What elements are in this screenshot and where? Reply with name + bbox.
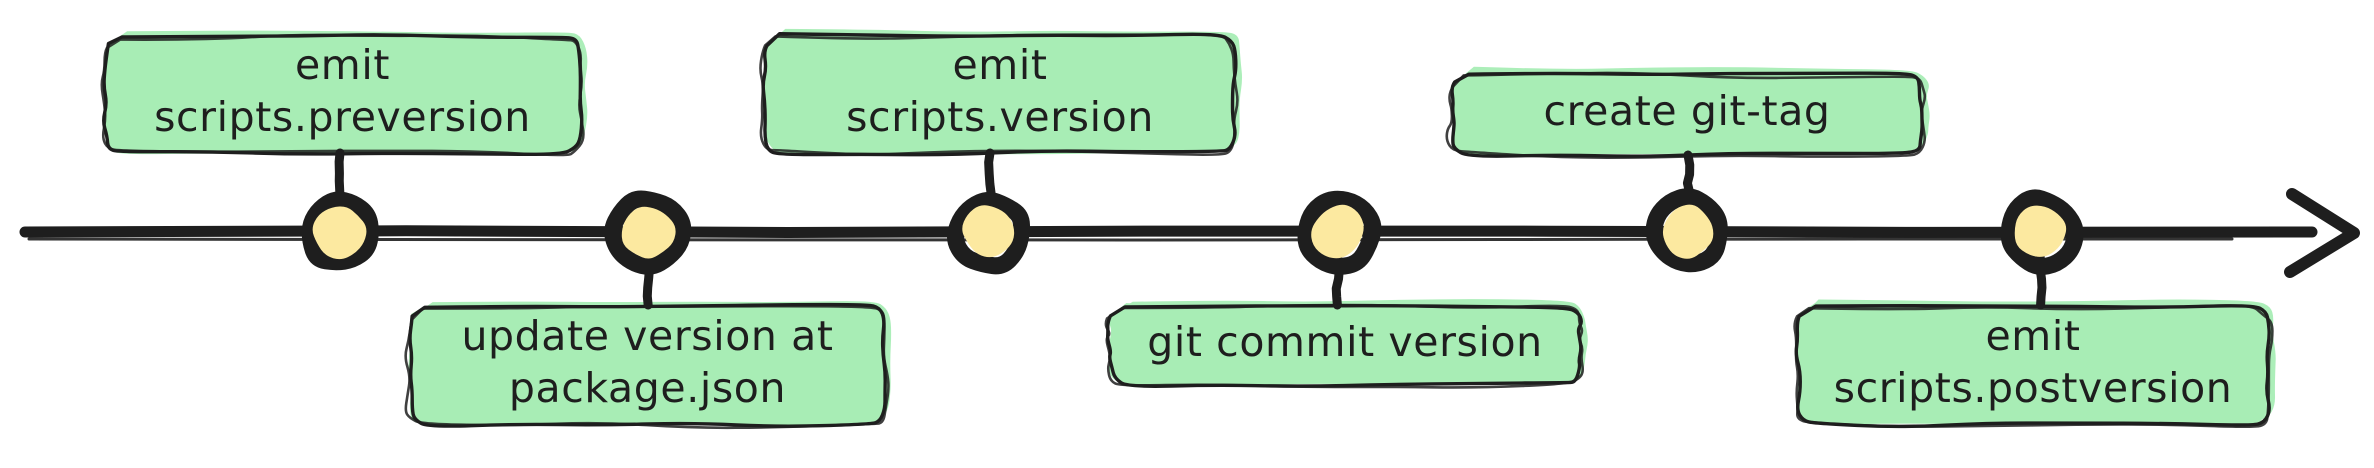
label-box-fill [1451, 71, 1924, 156]
label-line: package.json [509, 364, 786, 412]
axis-layer [19, 188, 2360, 278]
label-box-fill [103, 33, 581, 155]
timeline-node-5[interactable] [1662, 204, 1714, 259]
label-box-layer [100, 28, 2276, 430]
label-line: scripts.preversion [154, 93, 531, 141]
axis-arrowhead-icon [2284, 188, 2360, 278]
timeline-axis-line-secondary [27, 237, 2234, 242]
timeline-node-1[interactable] [312, 206, 367, 260]
timeline-node-2[interactable] [621, 206, 676, 259]
timeline-node-3[interactable] [962, 205, 1015, 258]
label-box-outline [1450, 71, 1924, 158]
label-box-outline-secondary [100, 33, 585, 157]
label-box-outline-secondary [404, 304, 890, 430]
label-line: update version at [461, 312, 833, 360]
node-layer [301, 188, 2084, 275]
label-line: emit [1985, 312, 2080, 360]
label-box-outline-secondary [1104, 303, 1585, 389]
timeline-node-2-ring [604, 190, 692, 275]
timeline-node-4-ring [1297, 190, 1382, 275]
label-line: git commit version [1147, 318, 1543, 366]
label-line: emit [952, 41, 1047, 89]
label-box-outline-secondary [1793, 304, 2274, 428]
label-box-outline-secondary [1445, 71, 1927, 159]
timeline-node-5-ring [1645, 188, 1728, 273]
timeline-node-4[interactable] [1311, 204, 1364, 259]
label-box-fill [1797, 303, 2270, 426]
timeline-node-3-ring [946, 192, 1030, 275]
timeline-node-1-ring [301, 191, 379, 271]
label-box-fill [408, 304, 886, 427]
label-line: scripts.postversion [1834, 364, 2233, 412]
timeline-node-6-ring [2000, 189, 2084, 275]
label-line: emit [295, 41, 390, 89]
timeline-node-6[interactable] [2014, 205, 2067, 257]
label-box-fill [763, 33, 1237, 155]
label-line: create git-tag [1543, 87, 1830, 135]
label-line: scripts.version [846, 93, 1154, 141]
timeline-axis-line [19, 225, 2318, 238]
label-box-fill [1108, 303, 1581, 387]
label-box-outline-secondary [759, 33, 1239, 156]
